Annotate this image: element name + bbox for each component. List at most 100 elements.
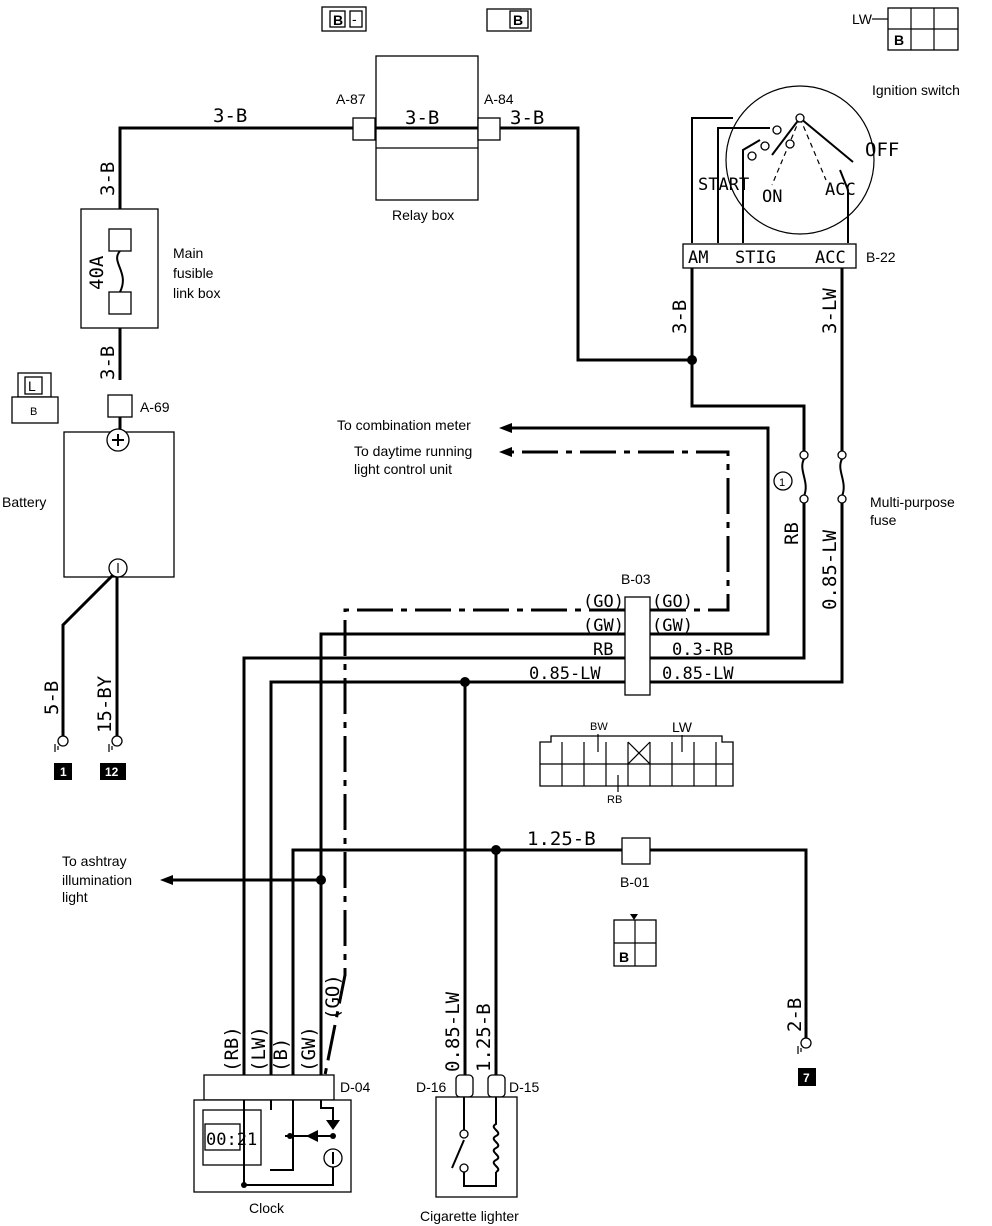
svg-text:fusible: fusible (173, 265, 214, 281)
label-3b-vert-mid: 3-B (97, 346, 119, 380)
svg-text:5-B: 5-B (41, 681, 63, 715)
svg-text:Cigarette lighter: Cigarette lighter (420, 1208, 519, 1224)
svg-text:illumination: illumination (62, 872, 132, 888)
label-3b-vert-top: 3-B (97, 162, 119, 196)
svg-text:D-16: D-16 (416, 1079, 447, 1095)
svg-text:B: B (333, 12, 343, 28)
ground-7: 7 (797, 1037, 816, 1086)
svg-text:L: L (28, 378, 36, 394)
wire-3b-after-relay (500, 126, 692, 362)
svg-text:(RB): (RB) (221, 1026, 243, 1072)
svg-text:(GO): (GO) (583, 592, 624, 612)
svg-text:B: B (894, 32, 904, 48)
main-fusible-link-box: 40A Main fusible link box (80, 208, 220, 329)
svg-text:B-01: B-01 (620, 874, 650, 890)
label-3b-top: 3-B (213, 105, 247, 127)
cigarette-lighter: 0.85-LW 1.25-B D-16 D-15 Cigarette light… (416, 991, 540, 1224)
svg-text:D-15: D-15 (509, 1079, 540, 1095)
wire-125b (291, 848, 622, 1075)
svg-text:Main: Main (173, 245, 203, 261)
svg-text:1: 1 (779, 477, 785, 489)
svg-text:(GW): (GW) (298, 1026, 320, 1072)
svg-text:light: light (62, 889, 88, 905)
svg-text:To daytime running: To daytime running (354, 443, 472, 459)
wire-2b (650, 848, 808, 1040)
svg-text:3-B: 3-B (669, 300, 691, 334)
svg-text:RB: RB (781, 522, 803, 545)
svg-text:LW: LW (672, 719, 693, 735)
svg-text:AM: AM (688, 248, 708, 268)
ground-1: 1 (54, 735, 72, 780)
svg-text:B: B (619, 949, 629, 965)
ground-12: 12 (100, 735, 126, 780)
battery: Battery (2, 428, 175, 578)
svg-text:To ashtray: To ashtray (62, 853, 127, 869)
svg-text:7: 7 (803, 1071, 810, 1085)
svg-text:B-03: B-03 (621, 571, 651, 587)
svg-text:15-BY: 15-BY (94, 675, 116, 733)
svg-text:ACC: ACC (815, 248, 846, 268)
svg-text:0.3-RB: 0.3-RB (672, 640, 733, 660)
svg-text:fuse: fuse (870, 512, 897, 528)
svg-text:1.25-B: 1.25-B (473, 1003, 495, 1072)
svg-text:0.85-LW: 0.85-LW (662, 664, 734, 684)
relay-box-label: Relay box (392, 207, 454, 223)
svg-text:RB: RB (593, 640, 613, 660)
a69-connector (107, 394, 133, 418)
svg-text:BW: BW (590, 721, 608, 733)
wire-rb-clock (242, 656, 625, 1075)
svg-text:0.85-LW: 0.85-LW (819, 529, 841, 610)
wire-go-clock (323, 608, 625, 1076)
a84-label: A-84 (484, 91, 514, 107)
svg-text:1.25-B: 1.25-B (527, 828, 596, 850)
multi-purpose-fuse: 1 Multi-purpose fuse (773, 450, 955, 528)
wire-3b-to-fuse1 (690, 360, 806, 452)
ignition-connector-face: LW B (852, 7, 959, 51)
svg-text:0.85-LW: 0.85-LW (529, 664, 601, 684)
svg-text:To combination meter: To combination meter (337, 417, 471, 433)
a69-label: A-69 (140, 399, 170, 415)
label-3b-relay: 3-B (405, 107, 439, 129)
svg-text:(GO): (GO) (322, 974, 344, 1020)
svg-text:(GW): (GW) (583, 616, 624, 636)
b01-connector (621, 837, 651, 865)
svg-text:1: 1 (60, 765, 67, 779)
svg-text:12: 12 (105, 765, 119, 779)
svg-text:Multi-purpose: Multi-purpose (870, 494, 955, 510)
svg-text:ON: ON (762, 187, 782, 207)
svg-text:-: - (352, 11, 357, 27)
relay-box: Relay box A-87 A-84 (336, 55, 514, 223)
svg-text:2-B: 2-B (784, 998, 806, 1032)
battery-label: Battery (2, 494, 46, 510)
svg-text:B: B (30, 406, 37, 418)
wire-085lw-right (650, 503, 844, 684)
top-connector-right: B (486, 8, 532, 32)
ignition-switch: Ignition switch OFF START ON ACC AM STIG… (682, 82, 960, 269)
fuse-40a-label: 40A (86, 255, 108, 290)
svg-text:light control unit: light control unit (354, 461, 452, 477)
svg-text:link box: link box (173, 285, 220, 301)
svg-text:(GW): (GW) (652, 616, 693, 636)
svg-text:B-22: B-22 (866, 249, 896, 265)
svg-text:3-LW: 3-LW (819, 288, 841, 334)
wire-rb (650, 503, 806, 660)
svg-text:B: B (513, 12, 523, 28)
top-connector-left: B - (321, 6, 367, 32)
svg-text:START: START (698, 175, 749, 195)
svg-text:OFF: OFF (865, 139, 899, 161)
wire-gw-clock (319, 632, 625, 1075)
svg-text:D-04: D-04 (340, 1079, 371, 1095)
svg-text:STIG: STIG (735, 248, 776, 268)
svg-text:Clock: Clock (249, 1200, 285, 1216)
svg-text:LW: LW (852, 11, 873, 27)
label-3b-a84: 3-B (510, 107, 544, 129)
svg-text:Ignition switch: Ignition switch (872, 82, 960, 98)
a87-label: A-87 (336, 91, 366, 107)
wire-go-daytime (505, 450, 730, 612)
svg-text:0.85-LW: 0.85-LW (442, 991, 464, 1072)
svg-text:(LW): (LW) (248, 1026, 270, 1072)
svg-text:RB: RB (607, 794, 622, 806)
b03-connector-face: BW LW RB (539, 719, 734, 806)
svg-text:(GO): (GO) (652, 592, 693, 612)
